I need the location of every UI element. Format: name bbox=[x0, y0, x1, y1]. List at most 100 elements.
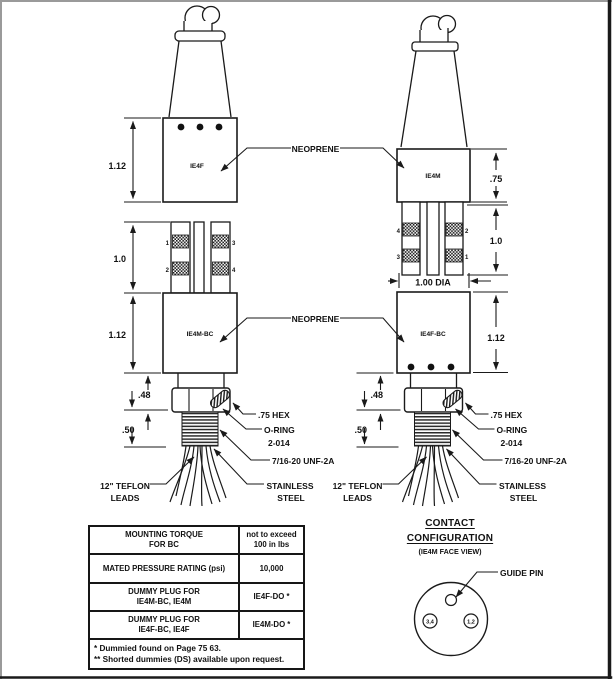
right-pins: 4 3 2 1 bbox=[397, 201, 469, 276]
callout-leads-label-1: 12" TEFLON bbox=[333, 481, 383, 491]
left-pins: 1 2 3 4 bbox=[166, 221, 236, 294]
teflon-leads bbox=[401, 445, 460, 507]
teflon-leads bbox=[169, 445, 227, 507]
table-cell-label: MOUNTING TORQUE FOR BC bbox=[90, 527, 240, 553]
contact-face-view: 3,4 1,2 GUIDE PIN bbox=[413, 568, 543, 657]
base-assembly-right: .48 .50 .75 HEX O-RING 2-014 7/16-20 UNF… bbox=[333, 372, 567, 507]
right-coupler-label: IE4F-BC bbox=[420, 331, 446, 338]
left-coupler-label: IE4M-BC bbox=[187, 331, 214, 338]
cell-line: IE4F-BC, IE4F bbox=[138, 625, 190, 634]
cell-line: MATED PRESSURE RATING (psi) bbox=[102, 563, 226, 573]
right-dim-dia: 1.00 DIA bbox=[415, 278, 451, 288]
callout-hex-label: .75 HEX bbox=[491, 410, 523, 420]
callout-stainless-label-2: STEEL bbox=[277, 493, 304, 503]
base-dimensions: .48 .50 bbox=[122, 372, 168, 448]
left-body-label: IE4F bbox=[190, 163, 204, 170]
neoprene-label-top: NEOPRENE bbox=[292, 144, 340, 154]
right-pin-1-label: 1 bbox=[465, 255, 469, 261]
left-pin-1-label: 1 bbox=[166, 241, 170, 247]
base-callouts: .75 HEX O-RING 2-014 7/16-20 UNF-2A STAI… bbox=[333, 402, 567, 503]
contact-configuration-header: CONTACT CONFIGURATION (IE4M FACE VIEW) bbox=[391, 517, 509, 557]
right-coupler bbox=[396, 291, 471, 374]
base-dimensions: .48 .50 bbox=[355, 372, 401, 448]
left-pin-3-label: 3 bbox=[232, 241, 236, 247]
table-row-pressure-rating: MATED PRESSURE RATING (psi) 10,000 bbox=[90, 555, 303, 584]
footnote-2: ** Shorted dummies (DS) available upon r… bbox=[94, 655, 285, 664]
right-body-label: IE4M bbox=[425, 173, 440, 180]
callout-stainless-label-2: STEEL bbox=[510, 493, 537, 503]
o-ring bbox=[209, 389, 231, 409]
table-row-mounting-torque: MOUNTING TORQUE FOR BC not to exceed 100… bbox=[90, 527, 303, 555]
neoprene-callout-top: NEOPRENE bbox=[220, 144, 405, 172]
right-connector: IE4M 4 3 2 1 IE4F-BC .75 bbox=[388, 14, 508, 374]
left-pin-4-label: 4 bbox=[232, 268, 236, 274]
callout-thread-label: 7/16-20 UNF-2A bbox=[272, 456, 334, 466]
right-dim-coupler: 1.12 bbox=[487, 333, 505, 343]
callout-stainless-label-1: STAINLESS bbox=[266, 481, 313, 491]
left-dim-pins: 1.0 bbox=[113, 254, 126, 264]
dim-thread: .50 bbox=[122, 425, 135, 435]
contact-1-2 bbox=[463, 613, 479, 629]
base-callouts: .75 HEX O-RING 2-014 7/16-20 UNF-2A STAI… bbox=[100, 402, 334, 503]
connector-face-circle bbox=[413, 581, 489, 657]
callout-leads-label-1: 12" TEFLON bbox=[100, 481, 150, 491]
callout-oring-label-1: O-RING bbox=[497, 425, 528, 435]
left-pin-2-label: 2 bbox=[166, 268, 170, 274]
cell-line: 10,000 bbox=[259, 563, 284, 573]
table-cell-label: DUMMY PLUG FOR IE4M-BC, IE4M bbox=[90, 584, 240, 610]
table-row-dummy-plug-f: DUMMY PLUG FOR IE4F-BC, IE4F IE4M-DO * bbox=[90, 612, 303, 640]
contact-title-line-1: CONTACT bbox=[425, 518, 475, 529]
cell-line: IE4M-DO * bbox=[252, 620, 291, 630]
left-body bbox=[162, 117, 238, 203]
table-footnotes: * Dummied found on Page 75 63. ** Shorte… bbox=[90, 640, 303, 668]
callout-oring-label-1: O-RING bbox=[264, 425, 295, 435]
table-cell-value: IE4F-DO * bbox=[240, 584, 303, 610]
contact-1-2-label: 1,2 bbox=[467, 620, 475, 626]
left-dim-coupler: 1.12 bbox=[108, 330, 126, 340]
spec-table: MOUNTING TORQUE FOR BC not to exceed 100… bbox=[88, 525, 305, 670]
neoprene-label-bottom: NEOPRENE bbox=[292, 314, 340, 324]
left-coupler bbox=[162, 292, 238, 374]
table-row-dummy-plug-m: DUMMY PLUG FOR IE4M-BC, IE4M IE4F-DO * bbox=[90, 584, 303, 612]
guide-pin-label: GUIDE PIN bbox=[500, 568, 543, 578]
contact-3-4 bbox=[422, 613, 438, 629]
threads bbox=[414, 411, 451, 447]
table-cell-label: MATED PRESSURE RATING (psi) bbox=[90, 555, 240, 582]
right-cable-end bbox=[419, 14, 457, 44]
dim-hex: .48 bbox=[138, 390, 151, 400]
dim-hex: .48 bbox=[371, 390, 384, 400]
right-pin-4-label: 4 bbox=[397, 229, 401, 235]
left-connector: IE4F 1 2 3 4 IE4M-BC 1.12 1.0 1.12 bbox=[108, 5, 238, 374]
right-pin-3-label: 3 bbox=[397, 255, 401, 261]
guide-pin-hole bbox=[444, 593, 458, 607]
cell-line: IE4M-BC, IE4M bbox=[136, 597, 192, 606]
right-body bbox=[396, 148, 471, 203]
neoprene-callout-bottom: NEOPRENE bbox=[219, 314, 405, 343]
contact-title-line-2: CONFIGURATION bbox=[406, 532, 494, 544]
callout-oring-label-2: 2-014 bbox=[268, 438, 290, 448]
callout-leads-label-2: LEADS bbox=[111, 493, 140, 503]
right-dim-body: .75 bbox=[490, 174, 503, 184]
callout-thread-label: 7/16-20 UNF-2A bbox=[505, 456, 567, 466]
left-dimensions: 1.12 1.0 1.12 bbox=[108, 117, 170, 370]
footnote-1: * Dummied found on Page 75 63. bbox=[94, 644, 221, 653]
cell-line: DUMMY PLUG FOR bbox=[128, 587, 200, 597]
callout-oring-label-2: 2-014 bbox=[501, 438, 523, 448]
callout-leads-label-2: LEADS bbox=[343, 493, 372, 503]
table-cell-label: DUMMY PLUG FOR IE4F-BC, IE4F bbox=[90, 612, 240, 638]
right-boot bbox=[400, 50, 468, 148]
left-dim-body: 1.12 bbox=[108, 161, 126, 171]
callout-stainless-label-1: STAINLESS bbox=[499, 481, 546, 491]
table-cell-value: IE4M-DO * bbox=[240, 612, 303, 638]
table-cell-value: 10,000 bbox=[240, 555, 303, 582]
right-dim-pins: 1.0 bbox=[490, 236, 503, 246]
table-cell-value: not to exceed 100 in lbs bbox=[240, 527, 303, 553]
left-body-holes bbox=[177, 123, 223, 131]
right-dimensions: .75 1.0 1.00 DIA 1.12 bbox=[388, 148, 508, 374]
cell-line: FOR BC bbox=[149, 540, 179, 549]
o-ring bbox=[442, 389, 463, 409]
left-boot bbox=[168, 40, 232, 118]
